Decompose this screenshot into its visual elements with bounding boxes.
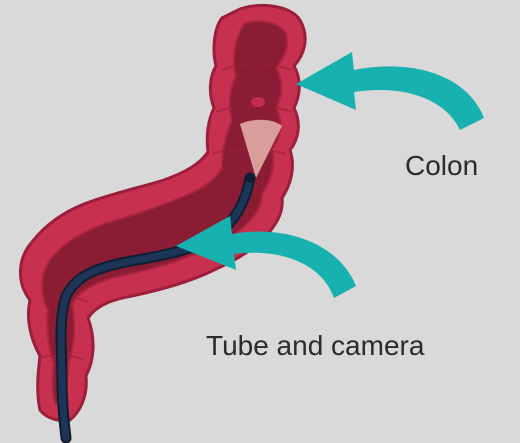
camera-tip: [245, 173, 255, 183]
tube-and-camera-label: Tube and camera: [206, 330, 424, 362]
colon-label: Colon: [405, 150, 478, 182]
colon-polyp: [251, 97, 265, 107]
colon-arrow: [296, 52, 484, 130]
